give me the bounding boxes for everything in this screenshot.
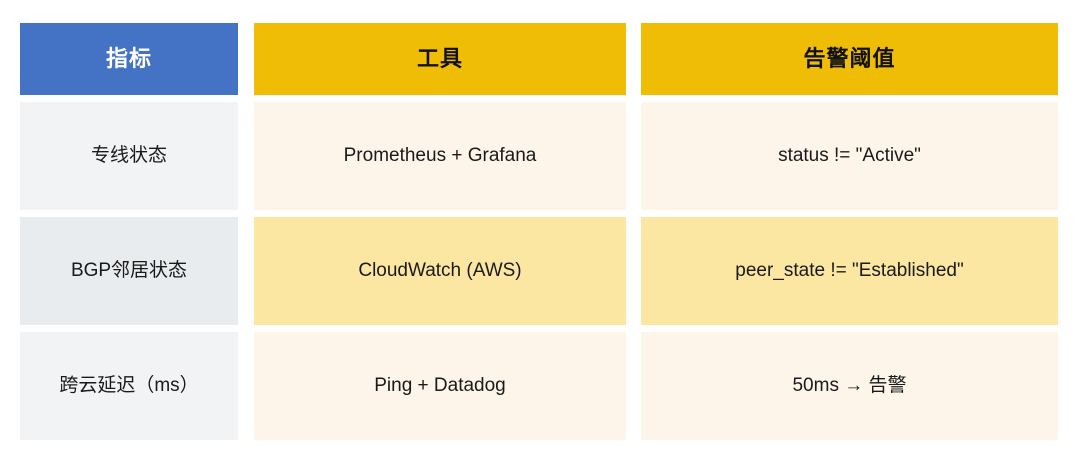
table-header-row: 指标 工具 告警阈值 [20, 23, 1058, 95]
table-row: 专线状态 Prometheus + Grafana status != "Act… [20, 102, 1058, 210]
cell-threshold: peer_state != "Established" [641, 217, 1058, 325]
cell-tool: Prometheus + Grafana [254, 102, 626, 210]
table-row: BGP邻居状态 CloudWatch (AWS) peer_state != "… [20, 217, 1058, 325]
cell-tool: CloudWatch (AWS) [254, 217, 626, 325]
comparison-table: 指标 工具 告警阈值 专线状态 Prometheus + Grafana sta… [20, 23, 1058, 440]
cell-tool: Ping + Datadog [254, 332, 626, 440]
cell-metric: 专线状态 [20, 102, 238, 210]
cell-metric: BGP邻居状态 [20, 217, 238, 325]
header-cell-metric: 指标 [20, 23, 238, 95]
cell-threshold: 50ms → 告警 [641, 332, 1058, 440]
header-cell-threshold: 告警阈值 [641, 23, 1058, 95]
table-row: 跨云延迟（ms） Ping + Datadog 50ms → 告警 [20, 332, 1058, 440]
cell-metric: 跨云延迟（ms） [20, 332, 238, 440]
cell-threshold: status != "Active" [641, 102, 1058, 210]
header-cell-tool: 工具 [254, 23, 626, 95]
